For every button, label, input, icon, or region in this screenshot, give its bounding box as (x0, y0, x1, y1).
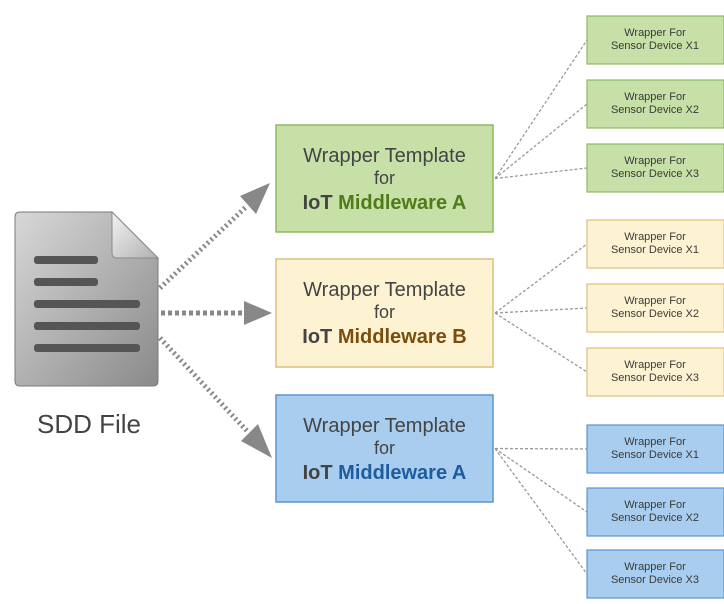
wrapper-label-line1: Wrapper For (624, 436, 686, 448)
wrapper-connector (494, 103, 588, 180)
wrapper-label-line2: Sensor Device X1 (611, 244, 699, 256)
middleware-name: Middleware A (338, 462, 466, 484)
template-title: Wrapper Template (303, 279, 466, 301)
source-label: SDD File (37, 409, 141, 439)
wrapper-connector (494, 447, 588, 450)
wrapper-label-line1: Wrapper For (624, 295, 686, 307)
document-icon (14, 210, 160, 387)
template-title: Wrapper Template (303, 145, 466, 167)
wrapper-box-rect (586, 79, 724, 129)
wrapper-box-rect (586, 283, 724, 333)
wrapper-label-line2: Sensor Device X1 (611, 40, 699, 52)
wrapper-label-line2: Sensor Device X3 (611, 168, 699, 180)
wrapper-label-line1: Wrapper For (624, 499, 686, 511)
wrapper-connector (494, 167, 588, 180)
source-arrows (158, 183, 272, 458)
wrapper-connector (494, 448, 588, 575)
template-for: for (374, 168, 395, 188)
wrapper-box-rect (586, 347, 724, 397)
template-middleware-name: IoT Middleware B (302, 326, 466, 348)
template-for: for (374, 438, 395, 458)
wrapper-label-line2: Sensor Device X1 (611, 449, 699, 461)
wrapper-connector (494, 243, 588, 314)
iot-prefix: IoT (303, 462, 339, 484)
wrapper-connector (494, 307, 588, 314)
wrapper-label-line2: Sensor Device X2 (611, 104, 699, 116)
template-box-rect (275, 258, 494, 368)
template-box-rect (275, 394, 494, 503)
wrapper-box-rect (586, 219, 724, 269)
wrapper-box-rect (586, 143, 724, 193)
wrapper-connector (494, 447, 588, 513)
wrapper-label-line1: Wrapper For (624, 231, 686, 243)
wrapper-box-rect (586, 549, 724, 599)
wrapper-label-line1: Wrapper For (624, 27, 686, 39)
middleware-name: Middleware A (338, 192, 466, 214)
template-title: Wrapper Template (303, 415, 466, 437)
wrapper-box-rect (586, 487, 724, 537)
wrapper-box-rect (586, 15, 724, 65)
wrapper-label-line2: Sensor Device X3 (611, 372, 699, 384)
arrow-to-template-c (158, 336, 250, 434)
wrapper-label-line1: Wrapper For (624, 91, 686, 103)
wrapper-label-line2: Sensor Device X2 (611, 308, 699, 320)
wrapper-label-line1: Wrapper For (624, 155, 686, 167)
template-middleware-name: IoT Middleware A (303, 462, 467, 484)
wrapper-label-line1: Wrapper For (624, 561, 686, 573)
iot-prefix: IoT (303, 192, 339, 214)
arrow-to-template-a (158, 204, 249, 290)
wrapper-label-line2: Sensor Device X3 (611, 574, 699, 586)
template-box-rect (275, 124, 494, 233)
wrapper-label-line2: Sensor Device X2 (611, 512, 699, 524)
wrapper-label-line1: Wrapper For (624, 359, 686, 371)
wrapper-connectors (494, 39, 588, 575)
wrapper-box-rect (586, 424, 724, 474)
middleware-name: Middleware B (338, 326, 467, 348)
iot-prefix: IoT (302, 326, 338, 348)
wrapper-connector (494, 312, 588, 373)
wrapper-connector (494, 39, 588, 179)
template-middleware-name: IoT Middleware A (303, 192, 467, 214)
template-for: for (374, 302, 395, 322)
